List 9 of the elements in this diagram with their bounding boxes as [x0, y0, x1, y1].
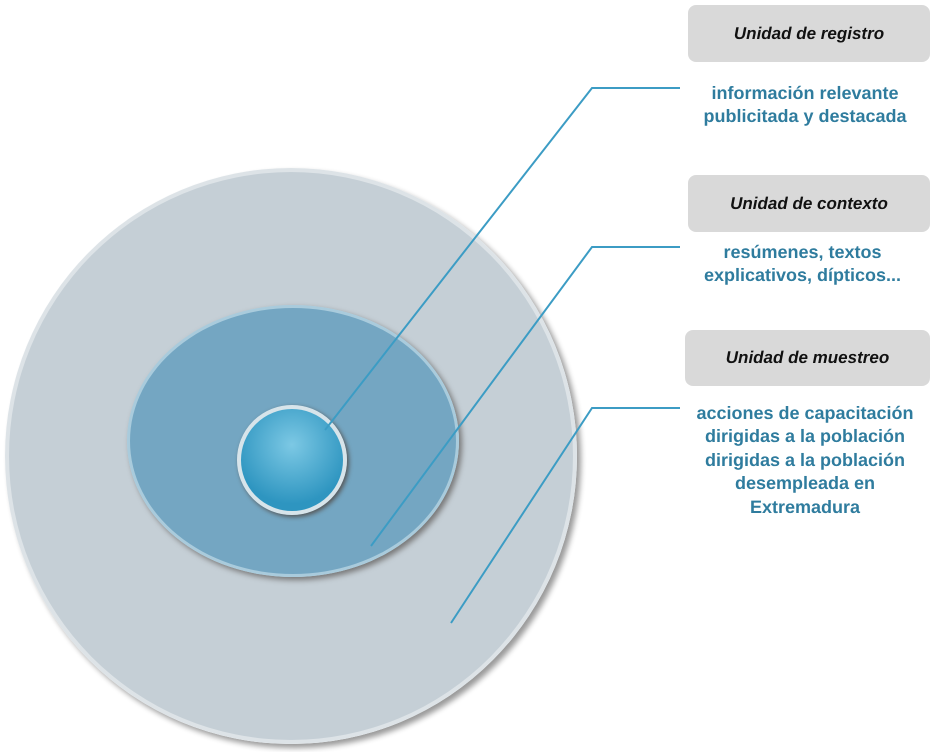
unit-heading: Unidad de muestreo — [685, 330, 930, 386]
unit-description: resúmenes, textos explicativos, dípticos... — [680, 241, 925, 291]
leader-line — [370, 246, 680, 547]
leader-line — [450, 407, 680, 624]
unit-heading: Unidad de contexto — [688, 175, 930, 232]
leader-line — [324, 87, 680, 431]
unit-description: acciones de capacitación dirigidas a la población dirigidas a la población desempleada en Extremadura — [680, 402, 930, 532]
unit-heading: Unidad de registro — [688, 5, 930, 62]
unit-description: información relevante publicitada y destacada — [680, 82, 930, 132]
